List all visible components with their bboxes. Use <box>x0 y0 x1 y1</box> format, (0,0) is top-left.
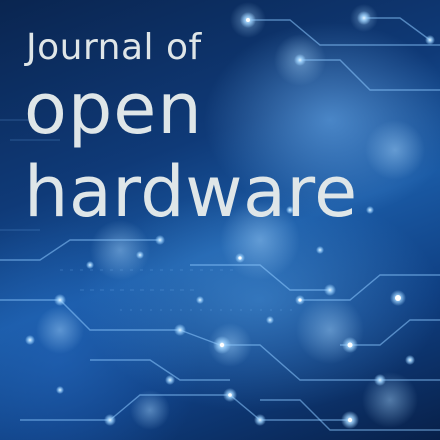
title-open: open <box>24 68 203 150</box>
sparkle-points <box>219 18 401 423</box>
data-stream-marks <box>0 119 300 311</box>
circuit-traces <box>0 17 440 431</box>
title-hardware: hardware <box>24 151 358 233</box>
circuit-nodes <box>25 11 435 429</box>
title-journal-of: Journal of <box>26 27 202 68</box>
